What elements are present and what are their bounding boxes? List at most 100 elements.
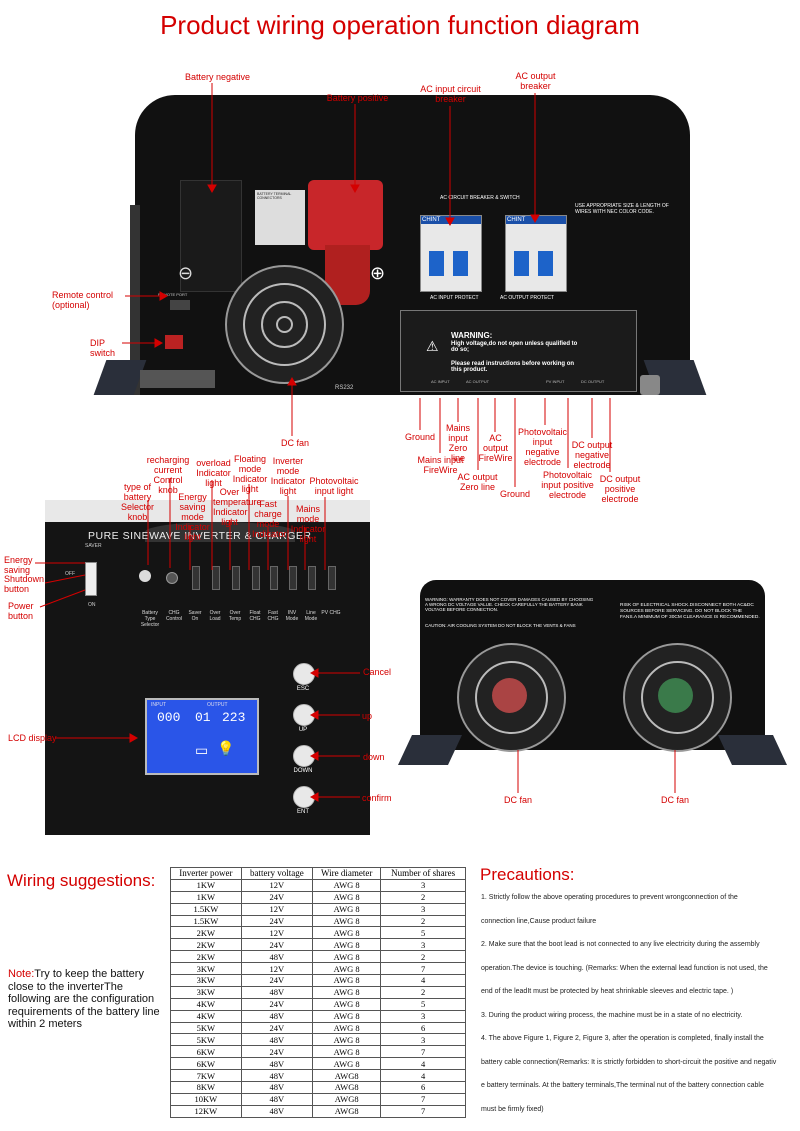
table-cell: AWG 8 [312,1021,382,1035]
table-cell: 12V [240,962,314,976]
panel-header: PURE SINEWAVE INVERTER & CHARGER [88,530,312,542]
breaker-header: AC CIRCUIT BREAKER & SWITCH [440,195,520,201]
table-cell: AWG8 [312,1104,382,1118]
warning-text: High voltage,do not open unless qualifie… [451,341,578,353]
table-cell: 2 [380,890,466,904]
label-pv-indicator: Photovoltaic input light [309,476,359,496]
table-cell: 4 [380,974,466,987]
label-dc-fan-right: DC fan [660,795,689,805]
breaker-brand: CHINT [506,216,566,224]
table-cell: 48V [240,1092,314,1106]
table-cell: 24V [240,914,314,928]
indicator-label: Battery Type Selector [140,610,160,628]
table-cell: 6 [380,1081,466,1094]
precaution-line: must be firmly fixed) [481,1105,544,1113]
table-cell: AWG8 [312,1092,382,1106]
table-cell: 1KW [170,878,242,892]
label-ac-out-firewire: AC output FireWire [478,433,513,463]
precaution-line: e battery terminals. At the battery term… [481,1082,764,1089]
rs232-text: RS232 [335,385,354,391]
terminal-cover: WARNING: High voltage,do not open unless… [400,310,637,392]
sticker-text: BATTERY TERMINAL CONNECTORS [257,192,292,200]
table-cell: 3 [380,902,466,916]
label-cancel: Cancel [363,667,392,677]
label-dip-switch: DIP switch [90,338,116,358]
table-cell: 2 [380,950,466,964]
table-cell: 3KW [170,962,242,976]
down-button[interactable] [293,745,315,767]
indicator-led [192,566,200,590]
lcd-value-out: 223 [222,710,246,725]
warning-text-2: Please read instructions before working … [451,361,575,373]
table-cell: 48V [240,1009,314,1023]
table-cell: AWG 8 [312,1009,382,1023]
table-cell: 6KW [170,1045,242,1059]
table-cell: 48V [240,985,314,999]
table-cell: AWG 8 [312,902,382,916]
table-cell: 12V [240,878,314,892]
table-cell: 8KW [170,1081,242,1094]
table-cell: 24V [240,938,314,952]
label-lcd: LCD display [8,733,57,743]
wiring-note: Note:Try to keep the battery close to th… [8,968,160,1031]
indicator-label: Over Temp [228,610,242,622]
breaker-brand: CHINT [421,216,481,224]
table-cell: 7 [380,1092,466,1106]
wiring-title: Wiring suggestions: [7,871,156,890]
indicator-label: Fast CHG [267,610,279,622]
off-text: OFF [65,571,75,577]
table-cell: 2KW [170,926,242,940]
label-mains-indicator: Mains mode Indicator light [290,504,326,544]
recharging-knob[interactable] [166,572,178,584]
precaution-line: connection line,Cause product failure [481,917,597,925]
power-switch[interactable] [85,562,97,596]
table-cell: 48V [240,1033,314,1047]
precaution-line: 4. The above Figure 1, Figure 2, Figure … [481,1035,764,1042]
table-cell: 2 [380,914,466,928]
terminal-pv-input: PV INPUT [546,379,565,384]
label-energy-saving: Energy saving [4,555,33,575]
remote-port-text: REMOTE PORT [158,292,188,297]
label-mains-firewire: Mains input FireWire [417,455,464,475]
back-warning-right: RISK OF ELECTRICAL SHOCK.DISCONNECT BOTH… [620,603,760,620]
table-cell: 10KW [170,1092,242,1106]
label-down: down [363,752,385,762]
table-cell: AWG 8 [312,997,382,1011]
label-floating-indicator: Floating mode Indicator light [232,454,268,494]
table-cell: 5 [380,926,466,940]
note-key: Note: [8,968,35,980]
label-pv-negative: Photovoltaic input negative electrode [517,427,568,467]
ac-input-protect: AC INPUT PROTECT [430,295,479,301]
indicator-label: Over Load [209,610,221,622]
label-dc-fan: DC fan [280,438,309,448]
terminal-ac-output: AC OUTPUT [466,379,490,384]
up-button[interactable] [293,704,315,726]
lcd-output-text: OUTPUT [207,702,228,708]
table-cell: 48V [240,1104,314,1118]
down-label: DOWN [293,768,313,774]
table-cell: 4 [380,1057,466,1071]
indicator-label: Float CHG [249,610,261,622]
label-ac-output-breaker: AC output breaker [515,71,556,91]
table-cell: 3 [380,938,466,952]
esc-button[interactable] [293,663,315,685]
label-shutdown: Shutdown button [4,574,45,594]
indicator-led [232,566,240,590]
ent-button[interactable] [293,786,315,808]
table-cell: 7 [380,1045,466,1059]
table-cell: AWG8 [312,1081,382,1094]
table-cell: AWG 8 [312,1045,382,1059]
lcd-value-mid: 01 [195,710,211,725]
indicator-led [252,566,260,590]
battery-type-knob[interactable] [139,570,151,582]
label-up: up [362,711,373,721]
label-ground-1: Ground [404,432,436,442]
label-overload-indicator: overload Indicator light [196,458,231,488]
